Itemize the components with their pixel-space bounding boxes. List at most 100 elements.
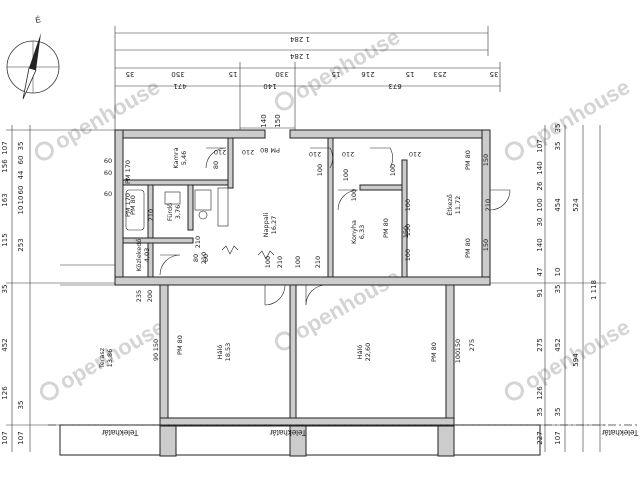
dim-label: 350 bbox=[171, 70, 184, 78]
wall bbox=[445, 284, 455, 426]
wall bbox=[122, 179, 234, 186]
room-name: Kamra bbox=[172, 147, 180, 168]
room-area: 11,72 bbox=[454, 196, 462, 215]
dim-label: 26 bbox=[536, 181, 544, 190]
dim-label: 253 bbox=[17, 238, 25, 251]
total-width-1: 1 284 bbox=[289, 35, 310, 43]
room-name: Háló bbox=[216, 345, 224, 360]
opening-label: 200 bbox=[146, 290, 154, 302]
left-dims: 107 156 35 60 44 60 10 163 10 115 253 35… bbox=[1, 141, 25, 444]
dim-label: 30 bbox=[536, 218, 544, 227]
opening-label: 100 bbox=[404, 249, 412, 261]
room-area: 22,60 bbox=[364, 343, 372, 362]
wall bbox=[401, 159, 408, 278]
segment-dims: 35 350 15 330 15 216 15 253 35 bbox=[126, 70, 499, 78]
dim-label: 163 bbox=[1, 193, 9, 206]
dim-label: 15 bbox=[229, 70, 238, 78]
wall bbox=[187, 184, 194, 231]
opening-label: 100 bbox=[316, 164, 324, 176]
dim-label: 15 bbox=[332, 70, 341, 78]
opening-label: 210 bbox=[309, 150, 321, 158]
opening-label: 100 bbox=[342, 169, 350, 181]
dim-label: 140 bbox=[260, 114, 268, 127]
opening-label: PM 170 bbox=[124, 193, 132, 217]
dim-label: 126 bbox=[1, 386, 9, 400]
boiler-icon bbox=[217, 187, 229, 227]
opening-label: 150 bbox=[402, 226, 410, 238]
shower-icon bbox=[194, 189, 212, 211]
room-name: Terasz bbox=[98, 347, 106, 369]
watermark-logo-icon bbox=[274, 91, 294, 111]
dim-label: 1 118 bbox=[590, 280, 598, 300]
room-name: Háló bbox=[356, 345, 364, 360]
room-name: Fürdő bbox=[165, 203, 174, 221]
opening-label: PM 80 bbox=[260, 146, 280, 154]
dim-label: 47 bbox=[536, 268, 544, 277]
opening-label: 150 bbox=[152, 339, 160, 351]
boundary-label: Telekhatár bbox=[101, 428, 138, 437]
dim-label: 253 bbox=[433, 70, 446, 78]
opening-labels: PM 80 210 80 210 100 210 210 100 100 210… bbox=[104, 146, 492, 363]
dim-label: 35 bbox=[490, 70, 499, 78]
total-width-2: 1 284 bbox=[289, 52, 310, 60]
opening-label: 210 bbox=[276, 256, 284, 268]
dim-label: 35 bbox=[554, 408, 562, 417]
dim-label: 126 bbox=[536, 386, 544, 400]
sink-icon bbox=[164, 191, 181, 205]
top-dimension-chains bbox=[114, 26, 501, 130]
bathtub-icon bbox=[125, 189, 145, 231]
dim-label: 107 bbox=[1, 141, 9, 154]
wall bbox=[114, 129, 124, 286]
opening-label: 80 bbox=[192, 254, 200, 262]
dim-label: 100 bbox=[536, 198, 544, 211]
north-arrow-icon bbox=[29, 33, 41, 70]
door-icon bbox=[264, 284, 286, 306]
opening-label: 100 bbox=[294, 256, 302, 268]
wall bbox=[359, 184, 406, 191]
opening-label: PM 80 bbox=[464, 150, 472, 170]
boundary-label: Telekhatár bbox=[269, 428, 306, 437]
wall bbox=[122, 237, 194, 244]
side-dimension-lines bbox=[6, 125, 606, 452]
foundation bbox=[437, 425, 455, 457]
opening-label: 100 bbox=[350, 189, 358, 201]
opening-label: PM 80 bbox=[129, 195, 137, 215]
foundation bbox=[289, 425, 307, 457]
dim-label: 673 bbox=[388, 82, 401, 90]
room-labels: Kamra 5,46 Nappali 16,27 Konyha 6,33 Étk… bbox=[98, 147, 462, 369]
boundary-label: Telekhatár bbox=[601, 428, 638, 437]
dim-label: 156 bbox=[1, 159, 9, 173]
room-name: Nappali bbox=[262, 212, 270, 237]
opening-label: PM 80 bbox=[464, 238, 472, 258]
radiator-icon bbox=[221, 245, 239, 255]
right-dims-col2: 35 454 10 35 452 35 107 bbox=[554, 124, 562, 445]
opening-label: 80 bbox=[212, 161, 220, 169]
room-name: Konyha bbox=[350, 220, 358, 244]
opening-label: 60 bbox=[104, 157, 112, 165]
opening-label: PM 170 bbox=[124, 160, 132, 184]
dim-label: 44 bbox=[17, 170, 25, 179]
opening-label: 60 bbox=[104, 169, 112, 177]
dim-label: 10 bbox=[17, 206, 25, 215]
opening-label: 210 bbox=[242, 148, 254, 156]
dim-label: 330 bbox=[275, 70, 288, 78]
wall bbox=[289, 129, 491, 139]
opening-label: PM 80 bbox=[176, 335, 184, 355]
opening-label: 150 bbox=[454, 339, 462, 351]
compass: É bbox=[6, 15, 60, 100]
dim-label: 140 bbox=[263, 82, 276, 90]
third-row-dims: 471 140 673 bbox=[173, 82, 401, 90]
door-icon bbox=[370, 147, 393, 169]
wall bbox=[289, 284, 297, 426]
opening-label: 150 bbox=[482, 154, 490, 166]
dim-label: 35 bbox=[554, 285, 562, 294]
opening-label: 150 bbox=[482, 239, 490, 251]
dim-label: 35 bbox=[554, 142, 562, 151]
room-name: Étkező bbox=[445, 194, 454, 216]
dim-label: 452 bbox=[1, 338, 9, 351]
opening-label: PM 80 bbox=[382, 218, 390, 238]
dim-label: 35 bbox=[126, 70, 135, 78]
dim-label: 107 bbox=[17, 431, 25, 444]
dim-label: 35 bbox=[17, 142, 25, 151]
room-area: 16,27 bbox=[270, 216, 278, 235]
